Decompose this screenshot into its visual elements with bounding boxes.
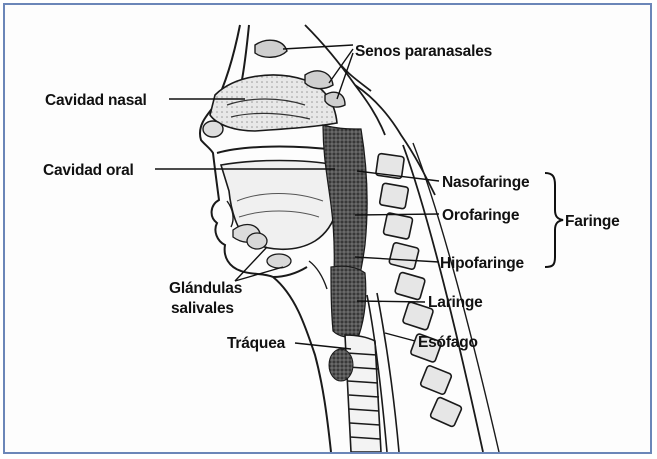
head-neck-anatomy-diagram: Senos paranasales Cavidad nasal Cavidad … (5, 5, 650, 452)
faringe-brace (545, 173, 563, 267)
label-traquea: Tráquea (227, 335, 286, 352)
label-esofago: Esófago (418, 334, 478, 351)
larynx (309, 261, 366, 337)
label-salivales: salivales (171, 300, 234, 317)
label-faringe: Faringe (565, 213, 620, 230)
label-senos-paranasales: Senos paranasales (355, 43, 492, 60)
label-laringe: Laringe (428, 294, 483, 311)
label-cavidad-nasal: Cavidad nasal (45, 92, 147, 109)
label-orofaringe: Orofaringe (442, 207, 520, 224)
figure-frame: Senos paranasales Cavidad nasal Cavidad … (3, 3, 652, 454)
label-nasofaringe: Nasofaringe (442, 174, 530, 191)
label-glandulas: Glándulas (169, 280, 242, 297)
label-cavidad-oral: Cavidad oral (43, 162, 134, 179)
trachea (329, 335, 381, 452)
label-hipofaringe: Hipofaringe (440, 255, 524, 272)
oral-cavity (217, 147, 339, 250)
